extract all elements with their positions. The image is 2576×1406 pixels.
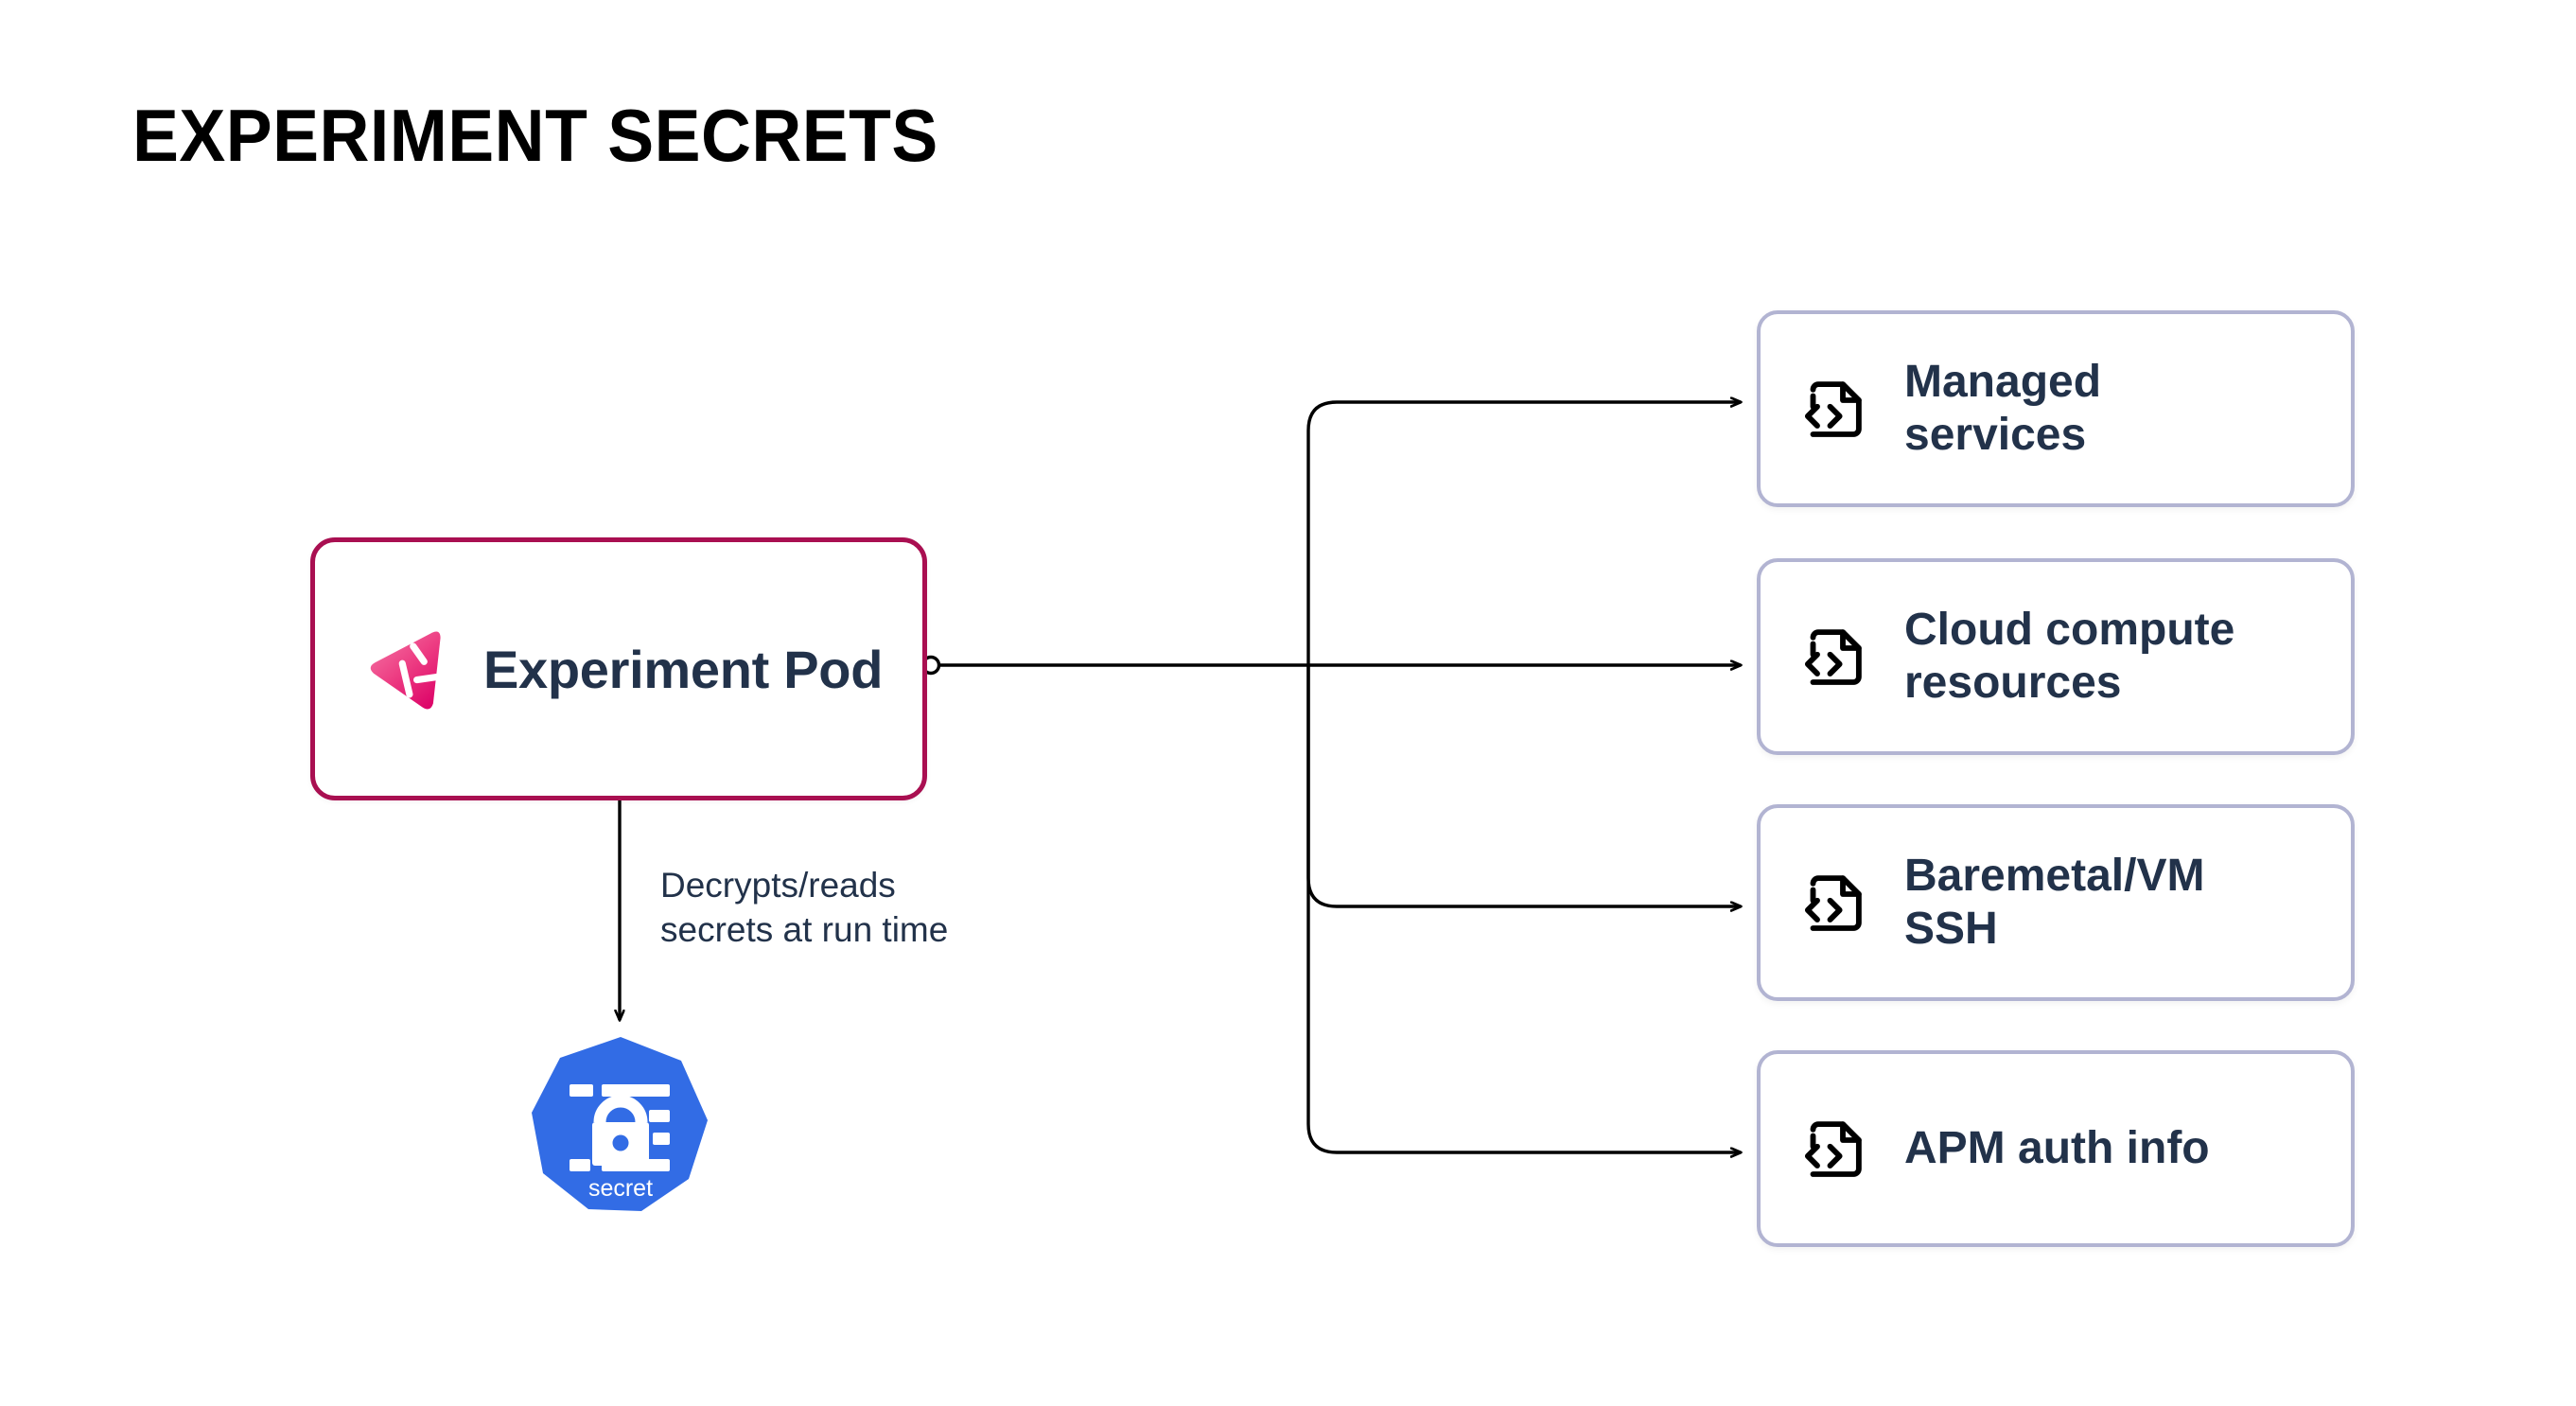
svg-text:secret: secret bbox=[588, 1175, 653, 1202]
decrypts-reads-edge-label: Decrypts/reads secrets at run time bbox=[660, 863, 1058, 953]
edge-to-baremetal-vm-ssh bbox=[1306, 665, 1741, 906]
page-title: EXPERIMENT SECRETS bbox=[132, 94, 938, 177]
resource-card-apm-auth-info[interactable]: APM auth info bbox=[1757, 1050, 2355, 1247]
litmuschaos-logo bbox=[370, 631, 447, 710]
file-code-icon bbox=[1804, 381, 1862, 437]
experiment-pod-label: Experiment Pod bbox=[483, 639, 884, 699]
edge-to-managed-services bbox=[1306, 402, 1741, 665]
edge-to-apm-auth-info bbox=[1306, 665, 1741, 1152]
edge-label-line-1: Decrypts/reads bbox=[660, 866, 896, 905]
resource-card-cloud-compute-resources[interactable]: Cloud compute resources bbox=[1757, 558, 2355, 755]
file-code-icon bbox=[1804, 629, 1862, 685]
kubernetes-secret-node[interactable]: secret bbox=[530, 1035, 711, 1213]
resource-card-label-line-1: APM auth info bbox=[1904, 1122, 2210, 1173]
resource-card-label: APM auth info bbox=[1904, 1122, 2210, 1175]
file-code-icon bbox=[1804, 875, 1862, 931]
resource-card-label-line-2: services bbox=[1904, 410, 2087, 460]
resource-card-baremetal-vm-ssh[interactable]: Baremetal/VM SSH bbox=[1757, 804, 2355, 1001]
resource-card-label-line-2: SSH bbox=[1904, 904, 1998, 954]
file-code-icon bbox=[1804, 1121, 1862, 1177]
resource-card-label: Managed services bbox=[1904, 356, 2101, 462]
resource-card-managed-services[interactable]: Managed services bbox=[1757, 310, 2355, 507]
resource-card-label-line-2: resources bbox=[1904, 658, 2122, 708]
resource-card-label-line-1: Baremetal/VM bbox=[1904, 850, 2205, 901]
resource-card-label: Cloud compute resources bbox=[1904, 604, 2234, 710]
resource-card-label-line-1: Cloud compute bbox=[1904, 604, 2235, 655]
resource-card-label: Baremetal/VM SSH bbox=[1904, 850, 2204, 956]
experiment-pod-node[interactable]: Experiment Pod bbox=[310, 537, 927, 800]
edge-label-line-2: secrets at run time bbox=[660, 910, 949, 950]
resource-card-label-line-1: Managed bbox=[1904, 356, 2102, 407]
kubernetes-secret-lock-icon: secret bbox=[532, 1037, 708, 1211]
